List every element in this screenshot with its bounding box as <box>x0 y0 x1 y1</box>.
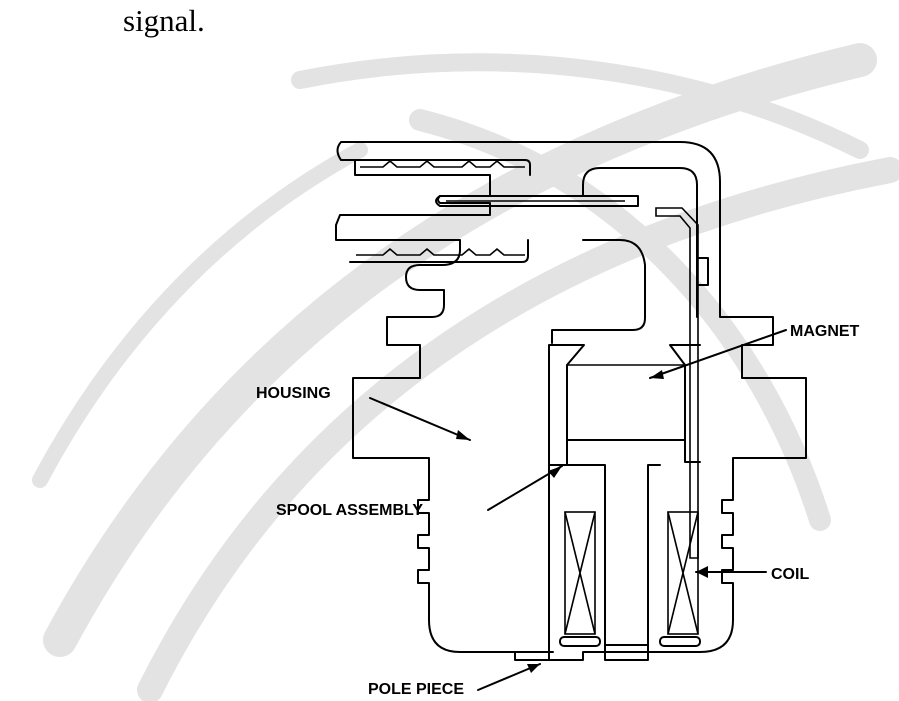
terminal-middle-blade <box>435 195 639 207</box>
label-coil: COIL <box>771 566 809 583</box>
housing-leader <box>369 397 471 441</box>
spool-assembly-leader <box>487 465 563 511</box>
terminal-lower <box>349 239 529 263</box>
housing-side-tab <box>697 257 709 286</box>
coil-arrowhead <box>696 566 708 578</box>
coil-lead-wire <box>655 207 699 559</box>
label-spool-assembly: SPOOL ASSEMBLY <box>276 502 423 519</box>
housing-inner-step <box>551 239 646 344</box>
terminal-upper <box>354 159 531 176</box>
watermark-swoosh <box>32 43 899 701</box>
spool-assembly-arrowhead <box>548 466 562 478</box>
magnet-body <box>549 344 701 441</box>
pole-piece-arrowhead <box>527 664 540 673</box>
coil-winding-left <box>564 511 596 635</box>
spool-assembly <box>548 344 701 661</box>
coil-winding-right <box>667 511 699 635</box>
body-text: signal. <box>123 3 205 38</box>
label-housing: HOUSING <box>256 385 331 402</box>
magnet-leader <box>649 329 787 379</box>
housing-inner-cavity <box>582 167 698 318</box>
pole-piece <box>604 644 649 661</box>
label-pole-piece: POLE PIECE <box>368 681 464 698</box>
magnet-arrowhead <box>650 370 664 379</box>
housing-arrowhead <box>456 430 470 440</box>
coil-bobbin-flange-right <box>659 636 701 647</box>
housing-outline <box>335 141 807 661</box>
coil-bobbin-flange-left <box>559 636 601 647</box>
label-magnet: MAGNET <box>790 323 860 340</box>
